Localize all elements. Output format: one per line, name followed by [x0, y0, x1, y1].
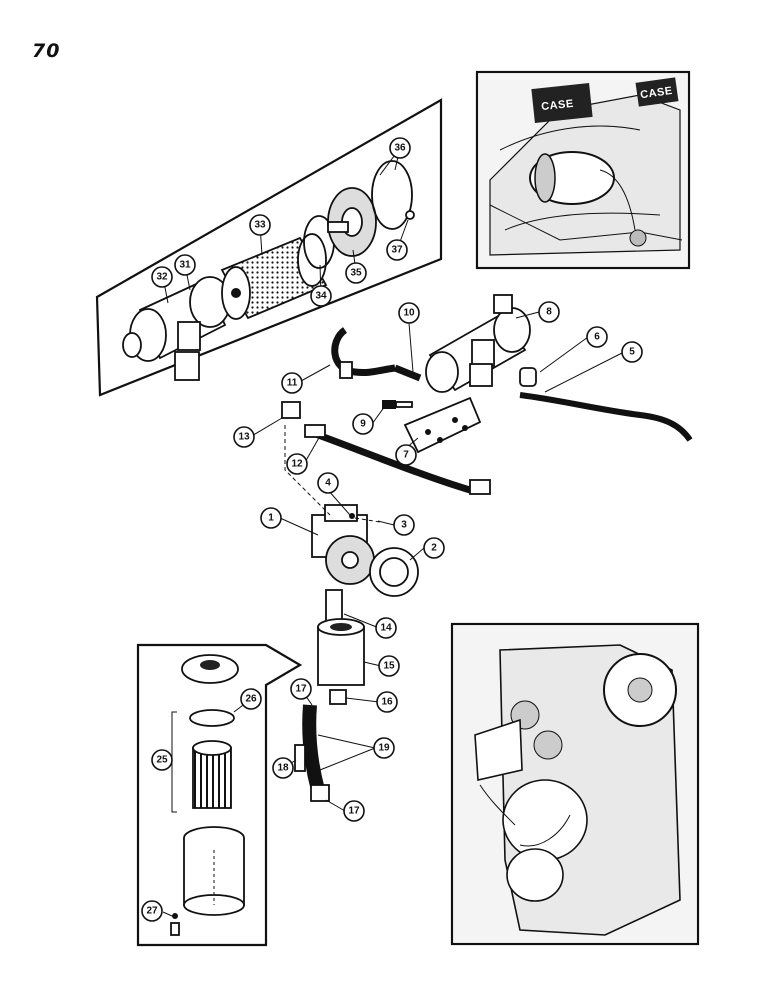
callout-17-bottom: 17 — [343, 800, 365, 822]
svg-text:5: 5 — [629, 347, 635, 358]
hose-19 — [302, 704, 325, 792]
svg-text:12: 12 — [291, 459, 303, 470]
callout-34: 34 — [310, 285, 332, 307]
svg-text:34: 34 — [315, 291, 327, 302]
callout-9: 9 — [352, 413, 374, 435]
svg-text:8: 8 — [546, 307, 552, 318]
svg-text:33: 33 — [254, 220, 266, 231]
filter-assembly — [425, 294, 531, 393]
callout-6: 6 — [586, 326, 608, 348]
svg-text:35: 35 — [350, 268, 362, 279]
filter-element — [220, 233, 328, 320]
svg-text:6: 6 — [594, 332, 600, 343]
svg-text:10: 10 — [403, 308, 415, 319]
filter-housing — [122, 276, 231, 381]
pump — [311, 504, 375, 585]
page-number: 70 — [32, 40, 61, 62]
callout-5: 5 — [621, 341, 643, 363]
svg-text:14: 14 — [380, 623, 392, 634]
photo-frame-bottom-right — [450, 622, 700, 946]
callout-26: 26 — [240, 688, 262, 710]
svg-text:17: 17 — [295, 684, 307, 695]
callout-16: 16 — [376, 691, 398, 713]
callout-3: 3 — [393, 514, 415, 536]
callout-15: 15 — [378, 655, 400, 677]
callout-17-top: 17 — [290, 678, 312, 700]
filter-panel-bottom-left — [136, 643, 303, 947]
callout-18: 18 — [272, 757, 294, 779]
svg-text:7: 7 — [403, 450, 409, 461]
svg-text:16: 16 — [381, 697, 393, 708]
callout-7: 7 — [395, 444, 417, 466]
callout-14: 14 — [375, 617, 397, 639]
suction-filter — [317, 618, 365, 686]
callout-13: 13 — [233, 426, 255, 448]
callout-2: 2 — [423, 537, 445, 559]
case-badge-left: CASE — [541, 98, 575, 113]
callout-1: 1 — [260, 507, 282, 529]
callout-11: 11 — [281, 372, 303, 394]
nipple — [325, 589, 343, 623]
photo-frame-top-right: CASE CASE — [475, 70, 691, 270]
callout-25: 25 — [151, 749, 173, 771]
svg-text:25: 25 — [156, 755, 168, 766]
case-badge-right: CASE — [639, 85, 673, 101]
callout-37: 37 — [386, 239, 408, 261]
mounting-plate — [403, 396, 482, 454]
svg-text:32: 32 — [156, 272, 168, 283]
svg-text:26: 26 — [245, 694, 257, 705]
svg-text:11: 11 — [287, 378, 298, 389]
callout-27: 27 — [141, 900, 163, 922]
callout-32: 32 — [151, 266, 173, 288]
svg-text:27: 27 — [146, 906, 158, 917]
svg-text:18: 18 — [277, 763, 289, 774]
callout-4: 4 — [317, 472, 339, 494]
svg-text:1: 1 — [268, 513, 274, 524]
svg-text:31: 31 — [179, 260, 191, 271]
hose-upper — [331, 327, 396, 376]
svg-text:4: 4 — [325, 478, 331, 489]
hose-12 — [308, 428, 472, 494]
svg-text:17: 17 — [348, 806, 360, 817]
svg-text:15: 15 — [383, 661, 395, 672]
pump-gasket — [369, 547, 419, 597]
svg-text:19: 19 — [378, 743, 390, 754]
callout-19: 19 — [373, 737, 395, 759]
svg-text:36: 36 — [394, 143, 406, 154]
callout-12: 12 — [286, 453, 308, 475]
svg-text:37: 37 — [391, 245, 403, 256]
svg-text:9: 9 — [360, 419, 366, 430]
filter-cover — [327, 187, 377, 257]
callout-8: 8 — [538, 301, 560, 323]
callouts: 1 2 3 4 5 6 7 8 9 10 11 12 13 14 15 16 1… — [141, 137, 643, 922]
callout-31: 31 — [174, 254, 196, 276]
bolt — [382, 400, 413, 409]
filter-clamp — [371, 160, 413, 230]
svg-text:13: 13 — [238, 432, 250, 443]
svg-text:3: 3 — [401, 520, 407, 531]
filter-exploded-panel — [95, 98, 443, 397]
svg-text:2: 2 — [431, 543, 437, 554]
hose-5 — [519, 392, 693, 442]
callout-10: 10 — [398, 302, 420, 324]
callout-33: 33 — [249, 214, 271, 236]
callout-36: 36 — [389, 137, 411, 159]
callout-35: 35 — [345, 262, 367, 284]
